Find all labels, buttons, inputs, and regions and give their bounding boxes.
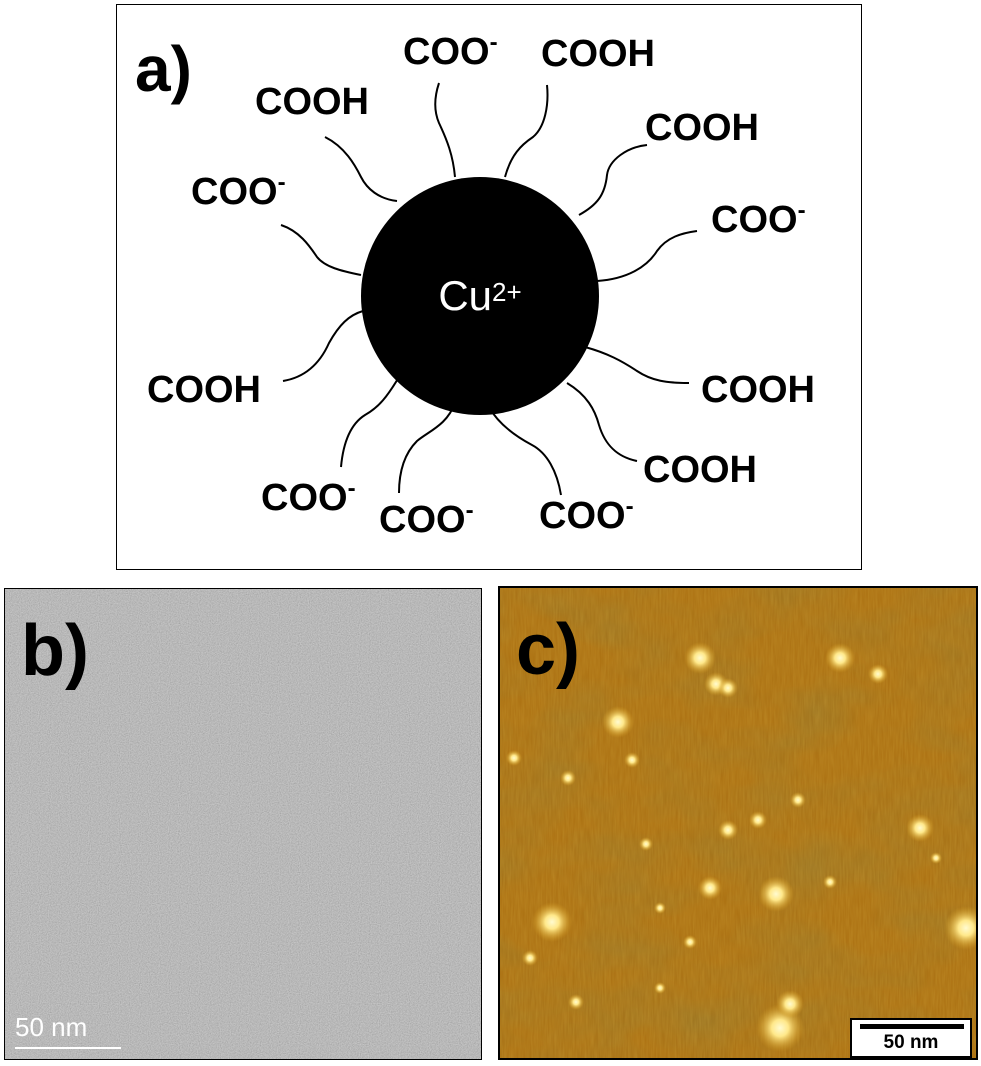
panel-a-schematic: a) COO- COOH COOH COOH COO- COO- COOH CO… <box>116 4 862 570</box>
group-5: COO- <box>191 169 286 213</box>
panel-a-label: a) <box>135 33 192 105</box>
scale-bar-c <box>860 1024 964 1029</box>
scale-bar-box-c: 50 nm <box>850 1018 972 1058</box>
group-3: COOH <box>255 81 369 123</box>
group-7: COOH <box>147 369 261 411</box>
chain-9 <box>340 376 400 468</box>
scale-bar-label-b: 50 nm <box>15 1012 88 1042</box>
scale-bar-b <box>15 1047 121 1049</box>
chain-7 <box>488 406 562 496</box>
chain-3 <box>578 144 648 216</box>
chain-4 <box>596 230 698 282</box>
chain-1 <box>434 82 456 178</box>
group-6: COO- <box>711 197 806 241</box>
chain-6 <box>566 382 638 462</box>
group-11: COO- <box>379 497 474 541</box>
group-4: COOH <box>645 107 759 149</box>
afm-texture <box>500 588 976 1058</box>
chain-12 <box>324 136 398 202</box>
tem-texture <box>5 589 481 1059</box>
chain-11 <box>280 224 362 276</box>
scale-bar-label-c: 50 nm <box>883 1032 939 1053</box>
panel-c-afm-image: c) 50 nm <box>498 586 978 1060</box>
chain-2 <box>504 84 549 178</box>
group-9: COOH <box>643 449 757 491</box>
group-8: COOH <box>701 369 815 411</box>
group-10: COO- <box>261 475 356 519</box>
chain-5 <box>584 346 690 384</box>
ligand-chains <box>280 82 698 496</box>
panel-b-label: b) <box>21 611 89 691</box>
group-1: COO- <box>403 29 498 73</box>
chain-10 <box>282 310 364 382</box>
afm-particles <box>506 642 976 1052</box>
chain-8 <box>398 402 456 494</box>
group-2: COOH <box>541 33 655 75</box>
panel-c-label: c) <box>516 610 581 690</box>
group-12: COO- <box>539 493 634 537</box>
panel-b-tem-image: b) 50 nm <box>4 588 482 1060</box>
